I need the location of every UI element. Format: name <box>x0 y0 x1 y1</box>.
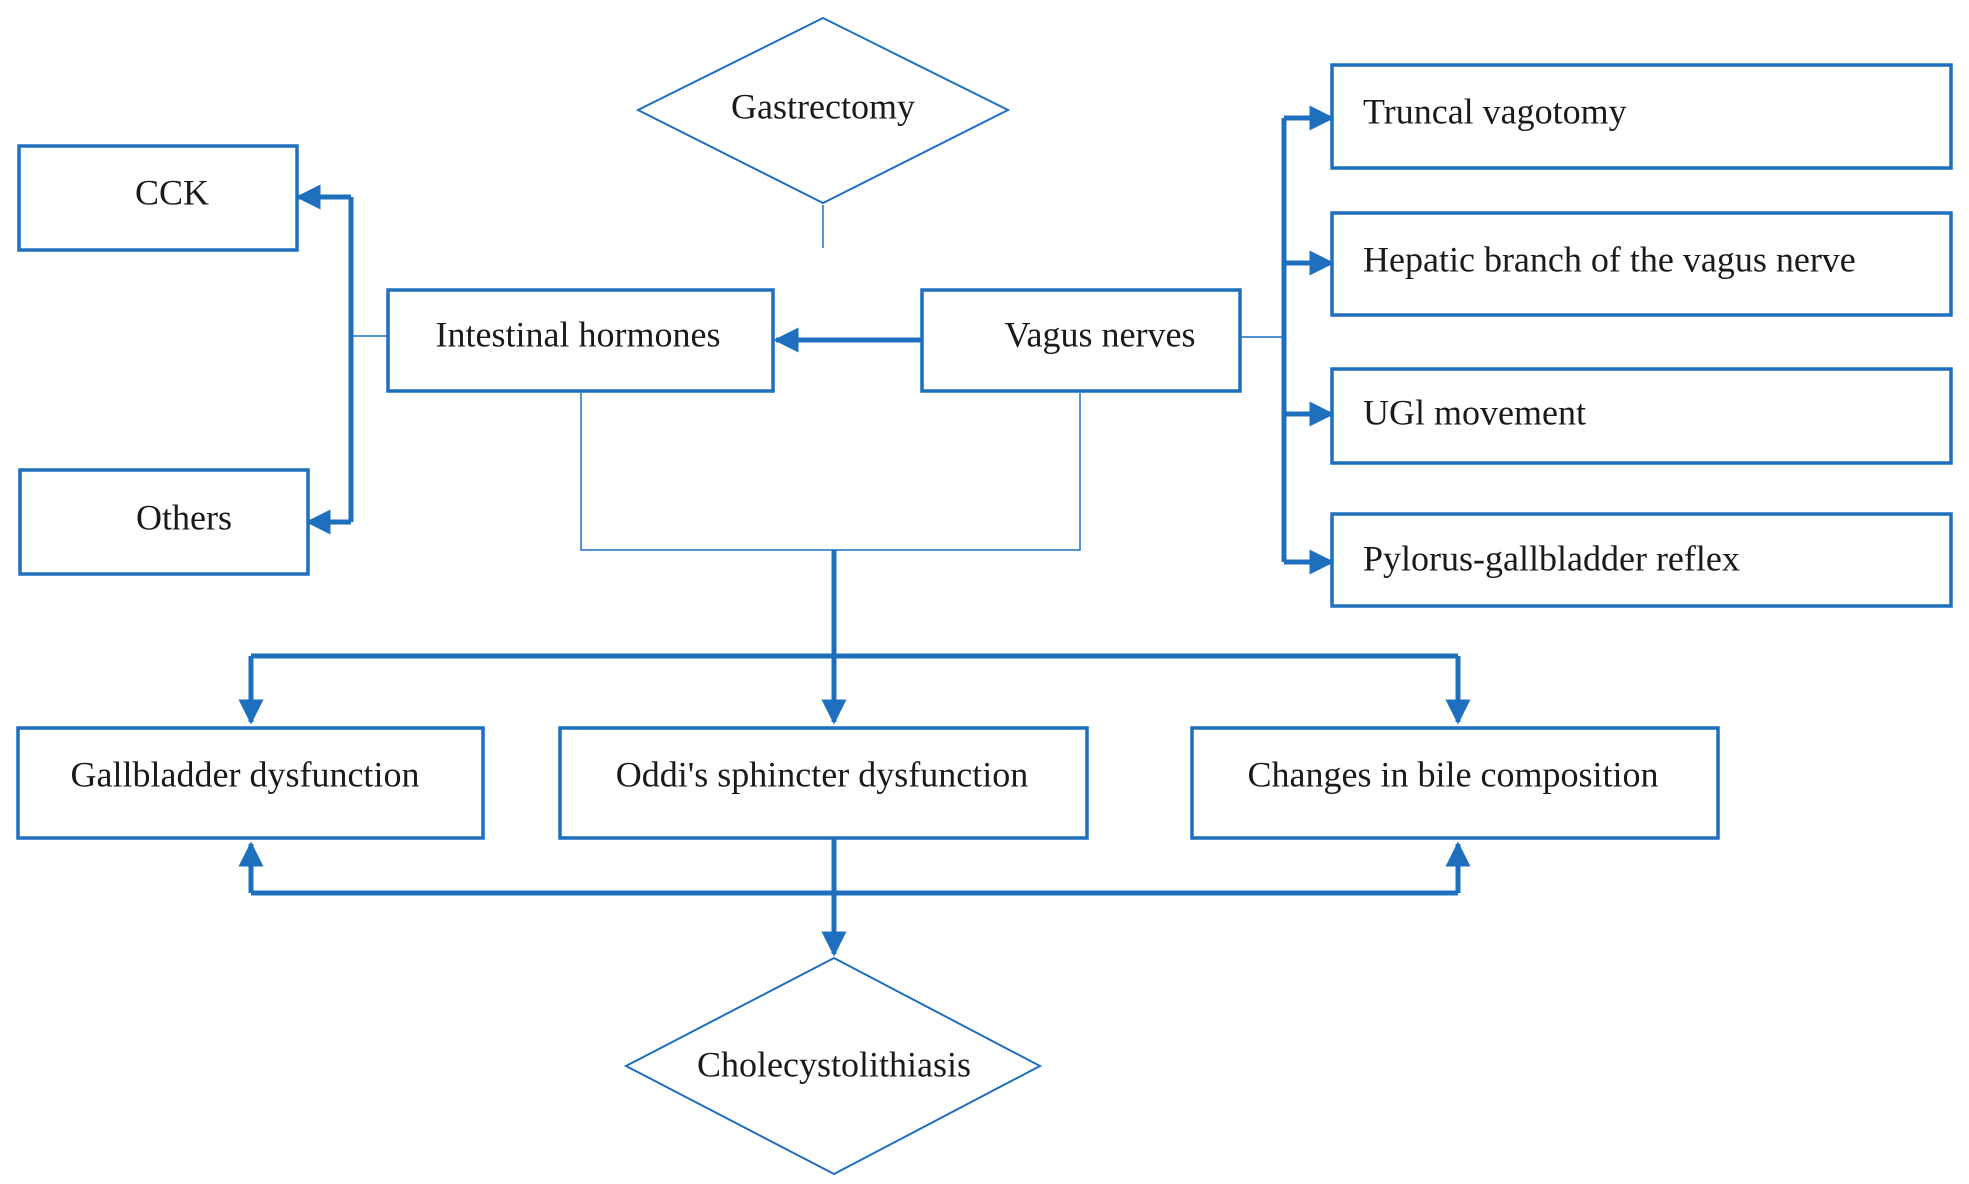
intestinal-hormones-label: Intestinal hormones <box>436 314 721 354</box>
convergence-bracket <box>580 393 1081 551</box>
node-gastrectomy: Gastrectomy <box>635 16 1011 205</box>
vagus-nerves-label: Vagus nerves <box>1005 314 1196 354</box>
node-cck: CCK <box>17 144 299 252</box>
cck-label: CCK <box>135 172 209 212</box>
gastrectomy-label: Gastrectomy <box>731 86 915 126</box>
node-ugi-movement: UGl movement <box>1330 367 1953 465</box>
node-hepatic-branch: Hepatic branch of the vagus nerve <box>1330 211 1953 317</box>
gallbladder-dysfunction-label: Gallbladder dysfunction <box>71 754 420 794</box>
node-others: Others <box>18 468 310 576</box>
node-pylorus-reflex: Pylorus-gallbladder reflex <box>1330 512 1953 608</box>
node-bile-composition: Changes in bile composition <box>1190 726 1720 840</box>
pylorus-reflex-label: Pylorus-gallbladder reflex <box>1363 538 1740 578</box>
node-intestinal-hormones: Intestinal hormones <box>386 288 775 393</box>
connectors <box>238 105 1471 957</box>
node-gallbladder-dysfunction: Gallbladder dysfunction <box>16 726 485 840</box>
node-vagus-nerves: Vagus nerves <box>920 288 1242 393</box>
node-oddi-dysfunction: Oddi's sphincter dysfunction <box>558 726 1089 840</box>
node-truncal-vagotomy: Truncal vagotomy <box>1330 63 1953 170</box>
others-label: Others <box>136 497 232 537</box>
hepatic-branch-label: Hepatic branch of the vagus nerve <box>1363 239 1856 279</box>
node-cholecystolithiasis: Cholecystolithiasis <box>623 956 1043 1176</box>
cholecystolithiasis-label: Cholecystolithiasis <box>697 1044 971 1084</box>
ugi-movement-label: UGl movement <box>1363 392 1586 432</box>
bile-composition-label: Changes in bile composition <box>1248 754 1659 794</box>
oddi-dysfunction-label: Oddi's sphincter dysfunction <box>616 754 1028 794</box>
truncal-vagotomy-label: Truncal vagotomy <box>1363 91 1627 131</box>
